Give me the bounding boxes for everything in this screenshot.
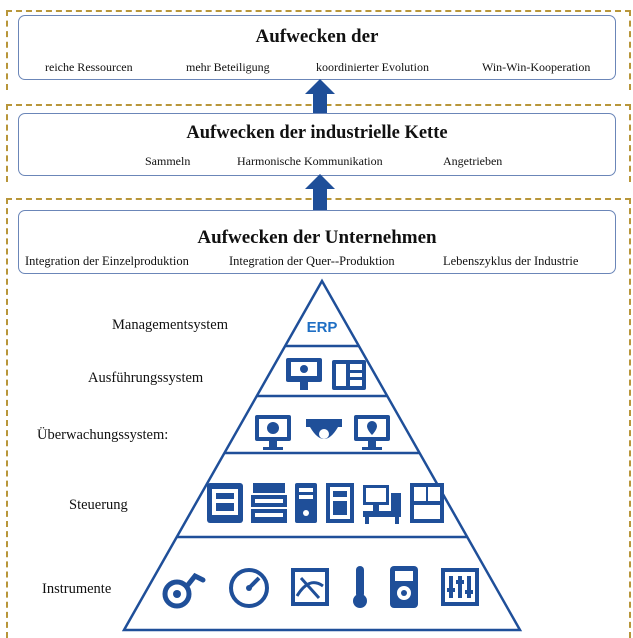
equalizer-icon [441,568,479,606]
top-box: Aufwecken der reiche Ressourcen mehr Bet… [18,15,616,80]
top-box-title: Aufwecken der [255,26,379,47]
middle-box-title: Aufwecken der industrielle Kette [186,123,448,143]
kiosk-terminal-icon [286,358,322,390]
level-label-execution: Ausführungssystem [88,370,204,386]
panel-grid-icon [410,483,444,523]
top-item-3: koordinierter Evolution [316,60,429,74]
middle-item-2: Harmonische Kommunikation [237,154,383,168]
bottom-box: Aufwecken der Unternehmen Integration de… [18,210,616,274]
level-label-management: Managementsystem [112,317,228,333]
bottom-item-3: Lebenszyklus der Industrie [443,254,579,268]
middle-item-3: Angetrieben [443,154,503,168]
middle-item-1: Sammeln [145,154,191,168]
bottom-item-1: Integration der Einzelproduktion [25,254,189,268]
server-rack-icon [207,483,243,523]
flow-meter-icon [162,572,206,609]
middle-box: Aufwecken der industrielle Kette Sammeln… [18,113,616,176]
top-tier-outline [6,10,631,90]
top-item-2: mehr Beteiligung [186,60,270,74]
erp-badge: ERP [306,319,338,336]
monitor-camera-icon [255,415,291,450]
gauge-icon [229,568,269,608]
level-label-instruments: Instrumente [42,581,112,597]
multimeter-icon [390,566,418,608]
analog-meter-icon [291,568,329,606]
workstation-icon [363,485,401,524]
printer-stack-icon [251,483,287,523]
location-monitor-icon [354,415,390,450]
level-label-monitoring: Überwachungssystem: [37,427,169,443]
thermometer-icon [353,566,367,608]
cabinet-icon [326,483,354,523]
tower-pc-icon [295,483,317,523]
control-panel-icon [332,360,366,390]
bottom-box-title: Aufwecken der Unternehmen [197,227,437,248]
level-label-control: Steuerung [69,497,128,513]
dome-camera-icon [306,419,342,439]
bottom-item-2: Integration der Quer--Produktion [229,254,395,268]
top-item-4: Win-Win-Kooperation [482,60,591,74]
top-item-1: reiche Ressourcen [45,60,133,74]
